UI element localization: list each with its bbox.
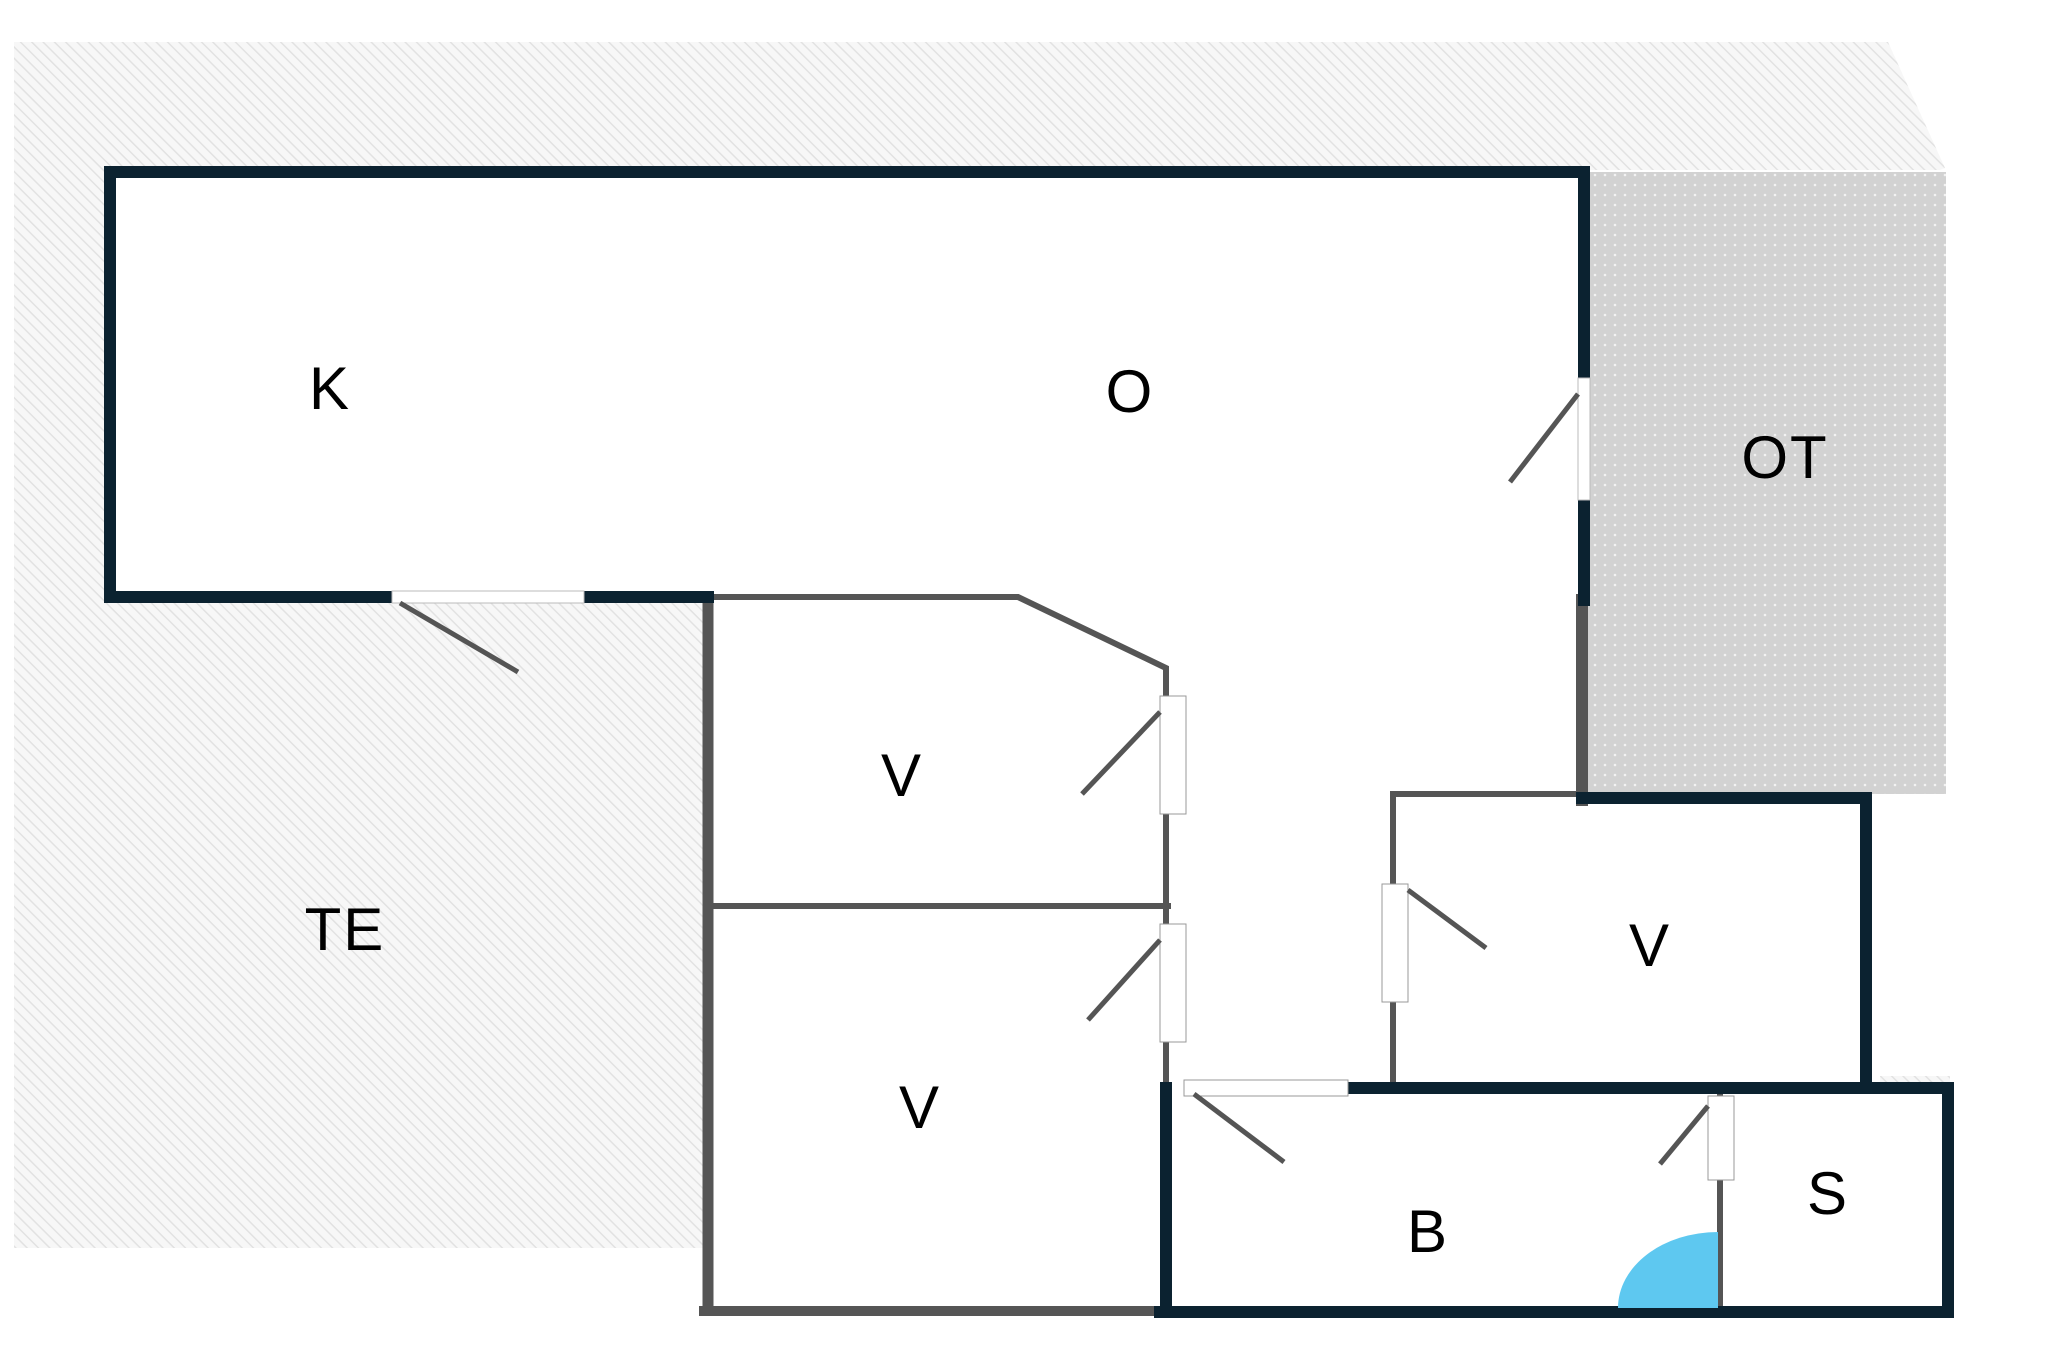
room-label-bedroom-2: V bbox=[899, 1074, 941, 1141]
glazed-terrace-area bbox=[1584, 172, 1946, 794]
room-label-living: O bbox=[1106, 358, 1155, 425]
shower-tray bbox=[1618, 1232, 1718, 1308]
room-label-glazed-terrace: OT bbox=[1741, 424, 1828, 491]
room-label-bedroom-1: V bbox=[881, 742, 923, 809]
openings bbox=[391, 377, 1735, 1181]
interior-floor bbox=[110, 172, 1945, 1308]
room-label-kitchen: K bbox=[309, 355, 351, 422]
exterior-hatch-top bbox=[14, 42, 1945, 1248]
terrace-area bbox=[14, 600, 704, 1248]
room-label-terrace: TE bbox=[305, 896, 386, 963]
exterior-walls bbox=[104, 166, 1954, 1318]
room-label-bathroom: B bbox=[1407, 1198, 1449, 1265]
interior-walls bbox=[699, 592, 1723, 1316]
room-label-bedroom-3: V bbox=[1629, 912, 1671, 979]
room-label-sauna: S bbox=[1807, 1160, 1849, 1227]
